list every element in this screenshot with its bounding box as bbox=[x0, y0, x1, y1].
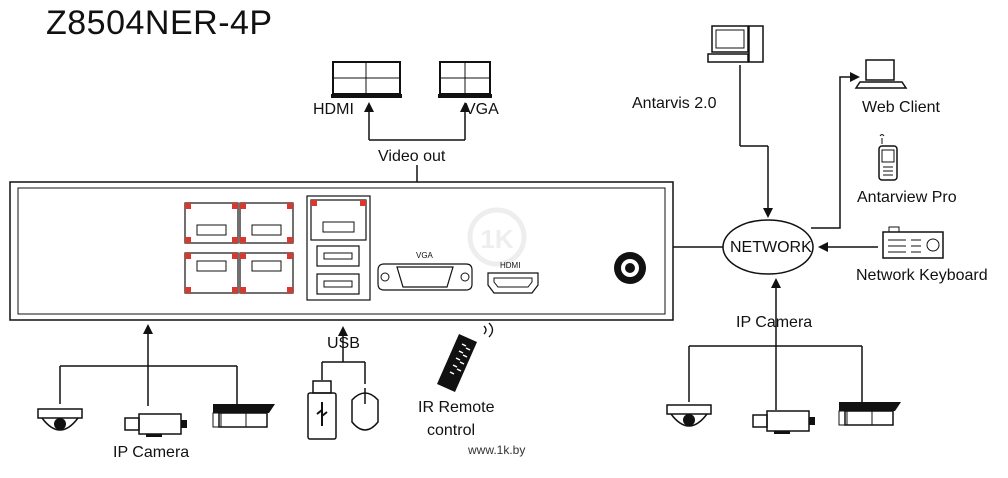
lan-port bbox=[310, 199, 367, 241]
nvr-rear-panel bbox=[9, 181, 674, 321]
dome-camera-icon bbox=[37, 408, 83, 431]
remote-label-line2: control bbox=[427, 422, 476, 439]
bullet-camera-icon bbox=[212, 404, 275, 428]
mobile-app-label: Antarview Pro bbox=[857, 189, 957, 206]
mobile-phone-icon bbox=[878, 134, 898, 181]
hdmi-output-label: HDMI bbox=[313, 101, 354, 118]
watermark-logo: 1K bbox=[467, 207, 527, 267]
video-out-lines bbox=[364, 102, 470, 182]
watermark-text: www.1k.by bbox=[468, 443, 526, 457]
vga-monitor-icon bbox=[438, 61, 492, 98]
video-out-label: Video out bbox=[378, 148, 446, 165]
vga-port-label: VGA bbox=[416, 251, 433, 260]
hdmi-monitor-icon bbox=[331, 61, 402, 98]
poe-port-1 bbox=[184, 202, 239, 244]
lan-usb-block bbox=[306, 195, 371, 301]
network-ip-camera-label: IP Camera bbox=[736, 314, 813, 331]
box-camera-icon bbox=[124, 413, 187, 437]
svg-text:1K: 1K bbox=[480, 224, 513, 254]
desktop-computer-icon bbox=[707, 25, 764, 63]
network-keyboard-label: Network Keyboard bbox=[856, 267, 988, 284]
vga-output-label: VGA bbox=[465, 101, 499, 118]
vga-port-icon bbox=[377, 263, 473, 291]
usb-mouse-icon bbox=[351, 388, 379, 431]
usb-lines bbox=[321, 326, 366, 384]
usb-flash-drive-icon bbox=[307, 380, 337, 440]
network-label: NETWORK bbox=[730, 239, 812, 256]
remote-label-line1: IR Remote bbox=[418, 399, 495, 416]
network-lines bbox=[673, 65, 878, 410]
dome-camera-icon bbox=[666, 404, 712, 427]
usb-port-1 bbox=[316, 245, 360, 267]
power-connector-icon bbox=[614, 252, 646, 284]
usb-label: USB bbox=[327, 335, 360, 352]
box-camera-icon bbox=[752, 410, 815, 434]
poe-ports bbox=[184, 202, 294, 294]
poe-port-2 bbox=[239, 202, 294, 244]
hdmi-port-label: HDMI bbox=[500, 261, 521, 270]
web-client-label: Web Client bbox=[862, 99, 940, 116]
software-label: Antarvis 2.0 bbox=[632, 95, 717, 112]
hdmi-port-icon bbox=[487, 272, 539, 294]
poe-port-3 bbox=[184, 252, 239, 294]
network-keyboard-icon bbox=[882, 226, 944, 259]
page-title: Z8504NER-4P bbox=[46, 4, 273, 42]
poe-camera-lines bbox=[59, 324, 238, 406]
ir-remote-icon bbox=[437, 322, 494, 392]
poe-port-4 bbox=[239, 252, 294, 294]
usb-port-2 bbox=[316, 273, 360, 295]
bullet-camera-icon bbox=[838, 402, 901, 426]
laptop-icon bbox=[854, 59, 908, 89]
poe-ip-camera-label: IP Camera bbox=[113, 444, 190, 461]
